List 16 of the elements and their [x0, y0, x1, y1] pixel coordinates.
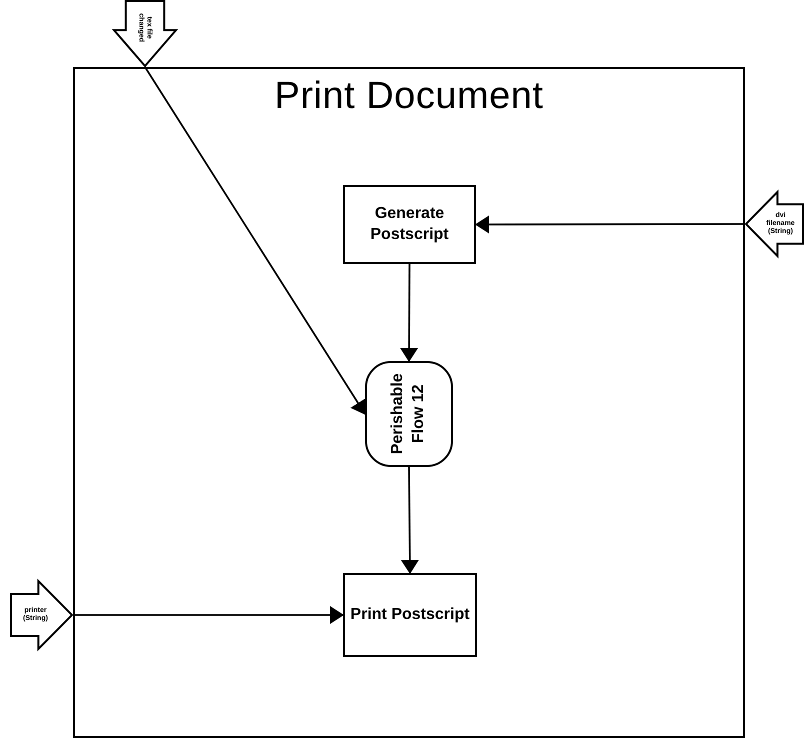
process-box: [343, 573, 477, 657]
input-port-arrow: [10, 580, 73, 650]
connector-arrow: [475, 215, 745, 234]
frame-title: Print Document: [274, 75, 544, 118]
process-label: Print Postscript: [350, 604, 470, 625]
process-box: [343, 185, 476, 264]
connector-arrow: [400, 264, 418, 362]
subsystem-frame: [73, 67, 745, 738]
process-label: Generate Postscript: [369, 204, 450, 244]
flow-label: Perishable Flow 12: [388, 372, 428, 456]
input-port-arrow: [113, 0, 177, 67]
connector-arrow: [144, 66, 366, 415]
connector-arrow: [400, 467, 419, 574]
connector-arrow: [73, 606, 344, 624]
input-port-arrow: [745, 191, 804, 257]
flow-box: [365, 361, 453, 467]
